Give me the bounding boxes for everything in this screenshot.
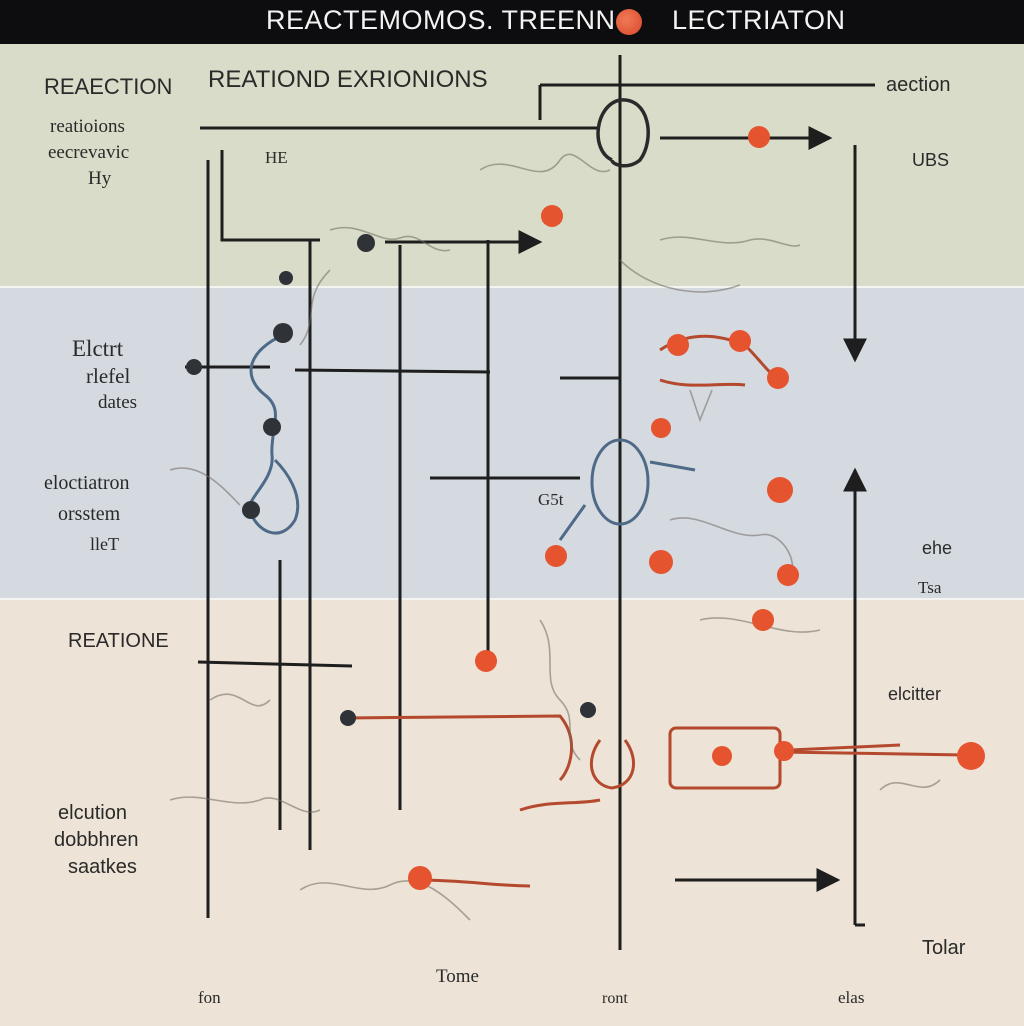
bottom-right-label-2: Tolar (922, 937, 966, 959)
middle-label-2c: lleT (90, 534, 119, 554)
orange-nodes (408, 126, 985, 890)
blue-structures (248, 333, 696, 541)
bottom-label-elas: elas (838, 988, 865, 1007)
middle-right-label-2: Tsa (918, 578, 942, 597)
top-right-label-1: aection (886, 74, 951, 96)
top-side-label-3: Hy (88, 168, 112, 189)
bottom-label-ront: ront (602, 990, 628, 1007)
bottom-right-label-1: elcitter (888, 684, 942, 704)
top-right-label-2: UBS (912, 150, 950, 170)
sketch-marks (169, 153, 941, 921)
bottom-label-1b: dobbhren (54, 829, 139, 851)
header-title-left: REACTEMOMOS. TREENN (266, 5, 616, 35)
top-subtitle: REATIOND EXRIONIONS (208, 66, 488, 93)
bottom-label-1c: saatkes (68, 856, 137, 878)
middle-center-label: G5t (538, 490, 564, 509)
header-title-right: LECTRIATON (672, 5, 846, 35)
horizontal-lines (185, 83, 875, 892)
band-middle (0, 286, 1024, 600)
vertical-lines (206, 55, 867, 950)
header-bar: REACTEMOMOS. TREENN LECTRIATON (0, 0, 1024, 44)
red-paths (344, 334, 966, 888)
top-heading: REAECTION (44, 74, 173, 99)
bottom-label-fon: fon (198, 988, 221, 1007)
top-side-label-1: reatioions (50, 116, 125, 137)
middle-label-2b: orsstem (58, 503, 121, 525)
header-dot-icon (616, 9, 642, 35)
bottom-label-1a: elcution (58, 802, 127, 824)
top-side-label-2: eecrevavic (48, 142, 130, 163)
bottom-heading: REATIONE (68, 630, 169, 652)
band-bottom (0, 598, 1024, 1026)
middle-label-1c: dates (98, 392, 138, 413)
middle-label-1b: rlefel (86, 364, 131, 388)
middle-label-1a: Elctrt (72, 336, 124, 361)
dark-nodes (186, 234, 596, 726)
top-small-label: HE (265, 148, 288, 167)
bottom-label-tome: Tome (436, 966, 479, 987)
top-loop (596, 98, 650, 168)
middle-label-2a: eloctiatron (44, 472, 130, 494)
middle-right-label-1: ehe (922, 538, 953, 558)
